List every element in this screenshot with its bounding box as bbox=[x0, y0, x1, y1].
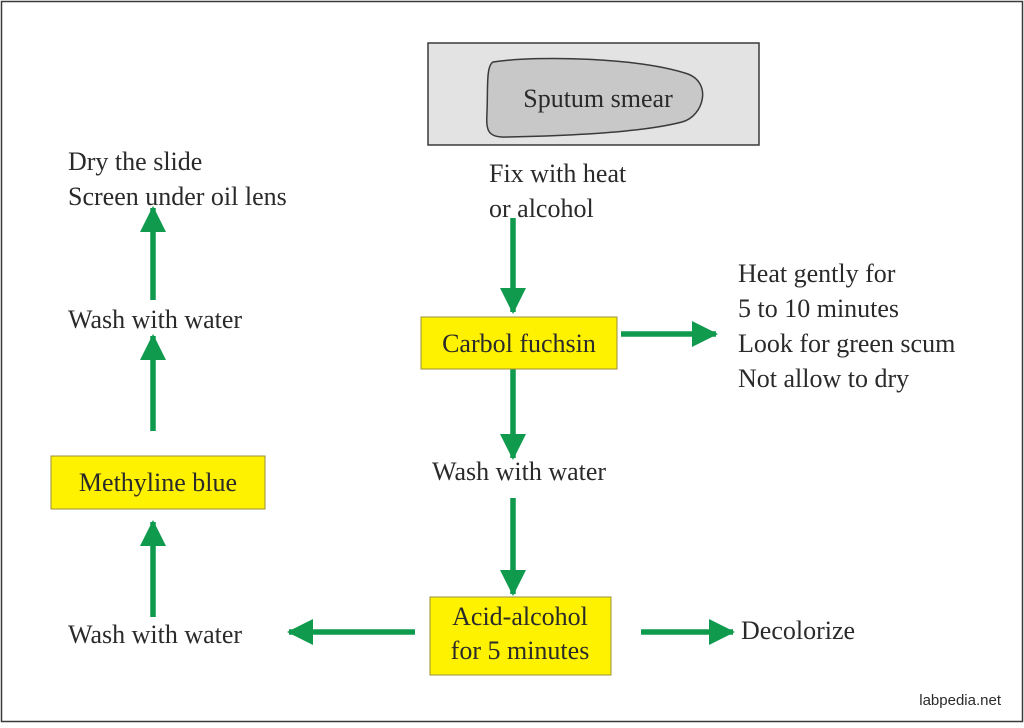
sputum-smear-label: Sputum smear bbox=[523, 84, 673, 113]
sputum-smear-blob bbox=[486, 57, 704, 138]
dry-line-1: Dry the slide bbox=[68, 147, 202, 176]
wash-center-label: Wash with water bbox=[432, 457, 606, 486]
acid-alcohol-line-2: for 5 minutes bbox=[451, 636, 590, 665]
acid-alcohol-box bbox=[429, 596, 612, 676]
wash-bottom-left-label: Wash with water bbox=[68, 620, 242, 649]
methylene-blue-box bbox=[50, 455, 266, 510]
carbol-fuchsin-box bbox=[420, 316, 618, 370]
carbol-fuchsin-label: Carbol fuchsin bbox=[442, 329, 596, 358]
decolorize-label: Decolorize bbox=[741, 616, 855, 645]
wash-top-left-label: Wash with water bbox=[68, 305, 242, 334]
fix-line-2: or alcohol bbox=[489, 194, 594, 223]
acid-alcohol-line-1: Acid-alcohol bbox=[452, 602, 588, 631]
heat-note-line-3: Look for green scum bbox=[738, 329, 955, 358]
site-credit: labpedia.net bbox=[919, 692, 1002, 709]
fix-line-1: Fix with heat bbox=[489, 159, 627, 188]
heat-note-line-4: Not allow to dry bbox=[738, 364, 909, 393]
heat-note-line-1: Heat gently for bbox=[738, 259, 896, 288]
heat-note-line-2: 5 to 10 minutes bbox=[738, 294, 899, 323]
dry-line-2: Screen under oil lens bbox=[68, 182, 287, 211]
methylene-blue-label: Methyline blue bbox=[79, 468, 237, 497]
